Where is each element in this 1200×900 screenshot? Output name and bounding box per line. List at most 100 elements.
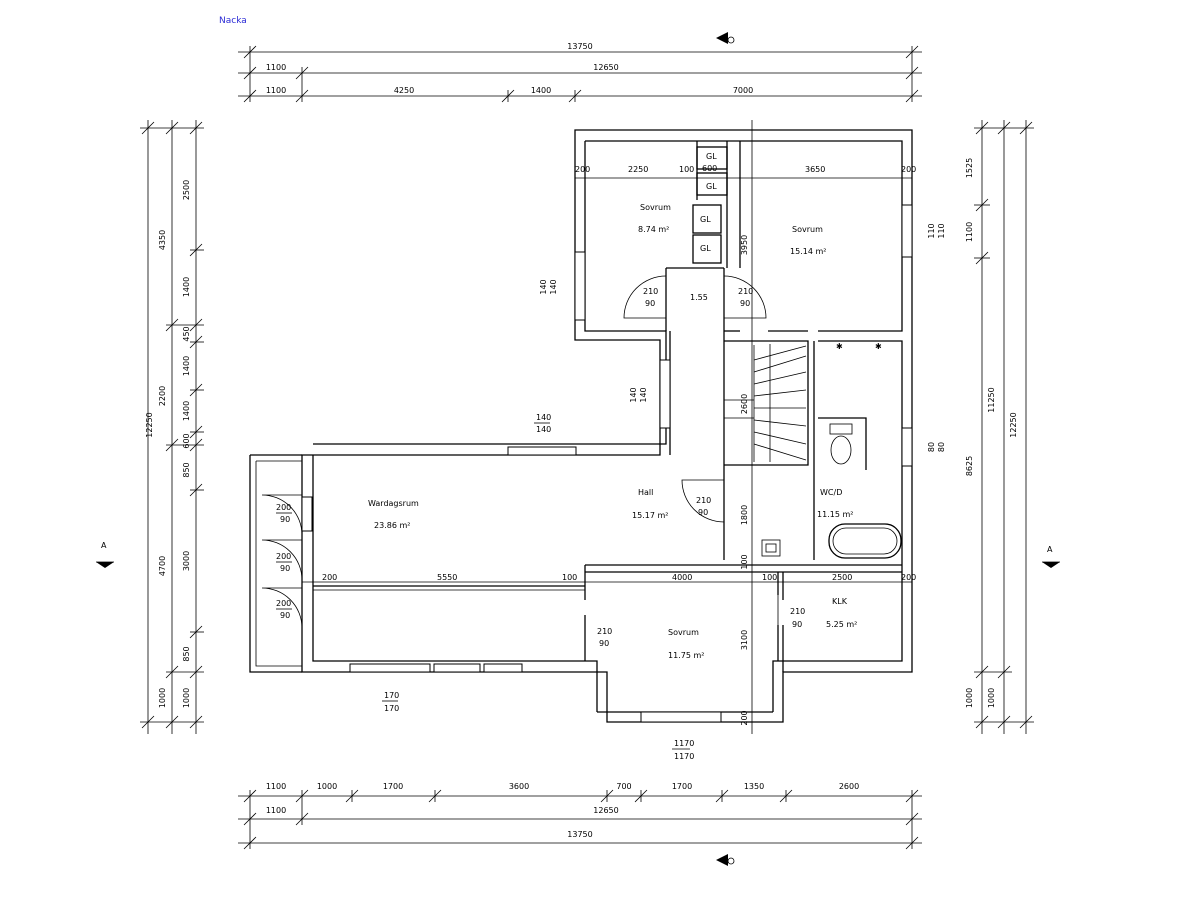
top-row3-dim-3: 1400 — [531, 86, 551, 95]
svg-text:2600: 2600 — [740, 394, 749, 414]
svg-text:80: 80 — [927, 442, 936, 452]
room-name: Sovrum — [792, 225, 823, 234]
left-inner-dim-10: 1000 — [182, 688, 191, 708]
right-inner-dim-1: 1525 — [965, 158, 974, 178]
top-overall-dim: 13750 — [567, 42, 592, 51]
svg-text:140: 140 — [549, 279, 558, 294]
right-inner-dim-2: 1100 — [965, 222, 974, 242]
section-marker-right: A — [1042, 545, 1060, 568]
bottom-row1-dim-2: 1000 — [317, 782, 337, 791]
left-inner-dim-2: 1400 — [182, 277, 191, 297]
svg-text:100: 100 — [562, 573, 577, 582]
svg-text:2250: 2250 — [628, 165, 648, 174]
left-dimension-lines: 12250 4350 2200 4700 1000 2500 1400 450 … — [140, 120, 204, 734]
bathtub-icon — [828, 523, 902, 559]
svg-text:90: 90 — [280, 564, 290, 573]
closet-label-3: GL — [700, 215, 711, 224]
room-area: 23.86 m² — [374, 521, 410, 530]
top-row3-dim-4: 7000 — [733, 86, 753, 95]
svg-text:200: 200 — [901, 165, 916, 174]
room-name: Sovrum — [640, 203, 671, 212]
svg-text:90: 90 — [280, 515, 290, 524]
svg-text:1.55: 1.55 — [690, 293, 708, 302]
room-name: Sovrum — [668, 628, 699, 637]
light-fixture-icon: ✱ ✱ — [836, 342, 882, 351]
svg-text:170: 170 — [384, 704, 399, 713]
room-area: 11.15 m² — [817, 510, 853, 519]
svg-text:90: 90 — [280, 611, 290, 620]
room-name: Wardagsrum — [368, 499, 419, 508]
svg-text:A: A — [101, 541, 107, 550]
left-inner-dim-6: 600 — [182, 433, 191, 448]
svg-text:3650: 3650 — [805, 165, 825, 174]
svg-text:210: 210 — [790, 607, 805, 616]
staircase — [724, 344, 807, 462]
svg-text:3950: 3950 — [740, 235, 749, 255]
section-marker-left: A — [96, 541, 114, 568]
closet-label-4: GL — [700, 244, 711, 253]
right-overall-dim: 12250 — [1009, 412, 1018, 437]
right-mid-dim-2: 1000 — [987, 688, 996, 708]
svg-text:80: 80 — [937, 442, 946, 452]
sink-icon — [761, 539, 781, 557]
interior-dimensions: 2250 100 3650 200 200 3950 1.55 200 5550… — [302, 120, 916, 734]
svg-text:90: 90 — [698, 508, 708, 517]
svg-text:100: 100 — [679, 165, 694, 174]
left-mid-dim-1: 4350 — [158, 230, 167, 250]
svg-text:5550: 5550 — [437, 573, 457, 582]
left-mid-dim-4: 1000 — [158, 688, 167, 708]
svg-text:200: 200 — [276, 599, 291, 608]
svg-text:140: 140 — [639, 387, 648, 402]
door-labels: 210 90 210 90 210 90 210 90 210 90 200 9… — [276, 287, 805, 648]
closet-label-1: GL — [706, 152, 717, 161]
svg-text:170: 170 — [384, 691, 399, 700]
left-inner-dim-1: 2500 — [182, 180, 191, 200]
bottom-row1-dim-5: 700 — [616, 782, 631, 791]
interior-walls — [313, 141, 902, 672]
svg-text:90: 90 — [740, 299, 750, 308]
closet-label-2: GL — [706, 182, 717, 191]
site-name: Nacka — [219, 16, 247, 26]
left-inner-dim-3: 450 — [182, 326, 191, 341]
svg-text:200: 200 — [901, 573, 916, 582]
top-row2-dim-1: 1100 — [266, 63, 286, 72]
section-cut-icon-bottom — [716, 854, 735, 866]
svg-text:4000: 4000 — [672, 573, 692, 582]
svg-text:140: 140 — [629, 387, 638, 402]
svg-text:100: 100 — [762, 573, 777, 582]
top-dimension-lines: 13750 1100 12650 1100 4250 1400 7000 — [238, 42, 922, 103]
svg-text:1170: 1170 — [674, 739, 694, 748]
right-dimension-lines: 1525 1100 8625 1000 11250 1000 12250 — [965, 120, 1034, 734]
right-mid-dim-1: 11250 — [987, 387, 996, 412]
svg-text:200: 200 — [322, 573, 337, 582]
right-inner-dim-3: 8625 — [965, 456, 974, 476]
bottom-row1-dim-8: 2600 — [839, 782, 859, 791]
top-row3-dim-2: 4250 — [394, 86, 414, 95]
closets: GL 600 GL GL GL — [692, 146, 728, 264]
bottom-dimension-lines: 1100 1000 1700 3600 700 1700 1350 2600 1… — [238, 782, 922, 850]
svg-text:210: 210 — [738, 287, 753, 296]
svg-text:✱: ✱ — [836, 342, 843, 351]
bottom-row1-dim-7: 1350 — [744, 782, 764, 791]
svg-text:210: 210 — [643, 287, 658, 296]
left-mid-dim-3: 4700 — [158, 556, 167, 576]
left-inner-dim-9: 850 — [182, 646, 191, 661]
svg-text:A: A — [1047, 545, 1053, 554]
left-overall-dim: 12250 — [145, 412, 154, 437]
bottom-row1-dim-6: 1700 — [672, 782, 692, 791]
window-labels: 140 140 140 140 170 170 1170 1170 110 11… — [382, 223, 946, 761]
room-area: 15.14 m² — [790, 247, 826, 256]
bottom-row1-dim-4: 3600 — [509, 782, 529, 791]
svg-text:210: 210 — [696, 496, 711, 505]
exterior-walls — [249, 129, 913, 723]
closet-width-label: 600 — [702, 164, 717, 173]
room-name: KLK — [832, 597, 848, 606]
svg-text:140: 140 — [536, 413, 551, 422]
left-mid-dim-2: 2200 — [158, 386, 167, 406]
svg-text:110: 110 — [937, 223, 946, 238]
windows — [301, 204, 913, 723]
svg-text:140: 140 — [539, 279, 548, 294]
svg-text:1800: 1800 — [740, 505, 749, 525]
top-row3-dim-1: 1100 — [266, 86, 286, 95]
